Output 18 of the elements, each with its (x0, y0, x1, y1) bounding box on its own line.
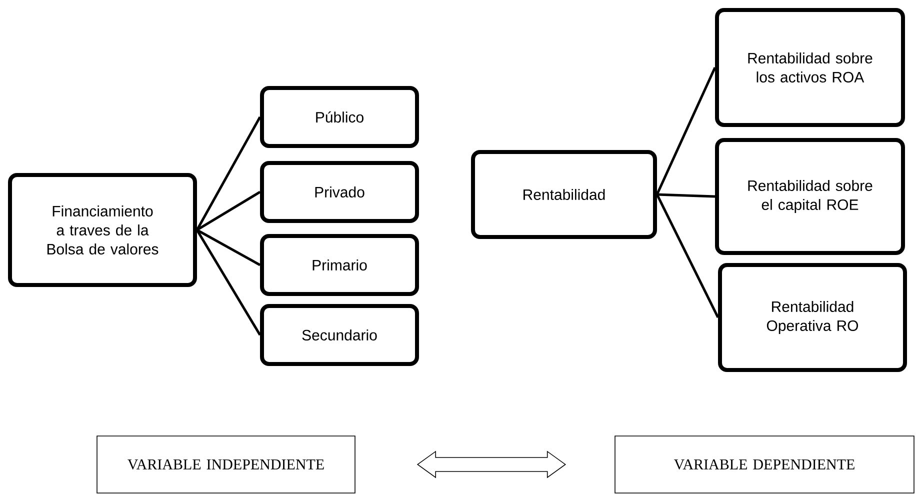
process-box: Secundario (260, 304, 419, 366)
process-box: Rentabilidad Operativa RO (718, 263, 907, 372)
variable-box: VARIABLE INDEPENDIENTE (96, 436, 356, 494)
connector-line (196, 228, 261, 266)
process-box: Primario (260, 234, 419, 296)
connector-line (656, 66, 716, 195)
process-box: Público (260, 86, 419, 148)
connector-line (196, 229, 262, 336)
process-box: Rentabilidad sobre los activos ROA (715, 8, 905, 127)
process-box: Privado (260, 161, 419, 223)
process-box: Rentabilidad (471, 150, 657, 239)
connector-line (656, 194, 720, 318)
connector-line (196, 116, 262, 231)
connector-line (656, 193, 716, 198)
variable-box: VARIABLE DEPENDIENTE (614, 436, 914, 494)
connector-line (196, 190, 261, 232)
process-box: Rentabilidad sobre el capital ROE (715, 138, 905, 255)
process-box: Financiamiento a traves de la Bolsa de valores (8, 172, 197, 287)
